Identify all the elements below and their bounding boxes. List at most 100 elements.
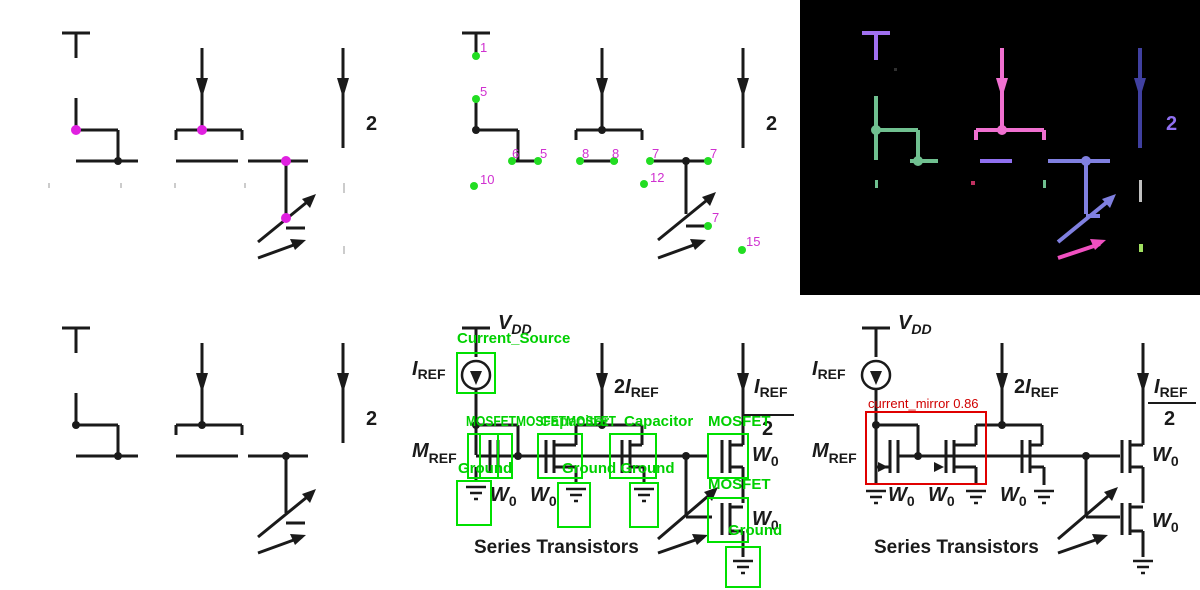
junction [682, 157, 690, 165]
arrow-head [702, 192, 716, 206]
node [470, 182, 478, 190]
keypoint [281, 213, 291, 223]
current-mirror-label: current_mirror 0.86 [868, 396, 979, 411]
node [738, 246, 746, 254]
vdd-label: VDD [498, 312, 532, 337]
arrow-head [290, 239, 306, 250]
junction [598, 421, 606, 429]
current-arrow-head [737, 78, 749, 98]
w0-label: W0 [490, 484, 517, 509]
arrow-head [996, 78, 1008, 98]
current-arrow-head [337, 373, 349, 393]
current-arrow-head [596, 78, 608, 98]
tick [48, 183, 50, 188]
current-mirror-diagram: VDD IREF 2IREF IREF 2 MREF W0 W0 W0 W0 W… [812, 312, 1196, 575]
current-arrow-head [996, 373, 1008, 393]
divisor-2: 2 [1164, 408, 1175, 430]
two-iref-label: 2IREF [614, 376, 659, 400]
node [646, 157, 654, 165]
node-label: 8 [582, 146, 589, 161]
junction [872, 421, 880, 429]
junction [598, 126, 606, 134]
detection-box-ground [456, 480, 492, 526]
divisor-2: 2 [762, 418, 773, 440]
detection-label: MOSFETMOSFETMOSFET [466, 413, 616, 430]
fragment [1139, 180, 1142, 202]
mref-label: MREF [412, 440, 457, 466]
current-arrow-head [196, 373, 208, 393]
junction [472, 421, 480, 429]
w0-label: W0 [1152, 444, 1179, 469]
series-transistors-label: Series Transistors [874, 537, 1039, 558]
node [472, 52, 480, 60]
junction [114, 157, 122, 165]
arrow-head [290, 534, 306, 545]
current-mirror-box [865, 411, 987, 485]
tick [343, 183, 345, 193]
panel-current-mirror: VDD IREF 2IREF IREF 2 MREF W0 W0 W0 W0 W… [800, 295, 1200, 590]
junction [871, 125, 881, 135]
node-label: 5 [540, 146, 547, 161]
label-2: 2 [366, 113, 377, 135]
node-label: 6 [512, 146, 519, 161]
junction [998, 421, 1006, 429]
detection-box-mosfet [707, 433, 749, 479]
wires-plain-diagram: 2 [62, 326, 377, 555]
mref-label: MREF [812, 440, 857, 466]
iref-label: IREF [412, 358, 446, 382]
right-iref-label: IREF [1154, 376, 1188, 400]
panel-wires-plain: 2 [0, 295, 400, 590]
detection-box-ground [725, 546, 761, 588]
node [576, 157, 584, 165]
detection-label: MOSFET [708, 476, 771, 493]
current-source-arrow [870, 371, 882, 385]
mosfet-arrow [878, 462, 888, 472]
arrow-head [1090, 239, 1106, 250]
w0-label: W0 [928, 484, 955, 509]
keypoint [281, 156, 291, 166]
node [610, 157, 618, 165]
label-2: 2 [1166, 113, 1177, 135]
detection-box-current-source [456, 352, 496, 394]
tick [343, 246, 345, 254]
detection-label: Ground [728, 522, 782, 539]
segmentation-diagram: 2 [862, 31, 1177, 260]
detection-label: Ground Ground [562, 460, 674, 477]
junction [914, 452, 922, 460]
junction [1082, 452, 1090, 460]
detection-label: Ground [458, 460, 512, 477]
node-label: 1 [480, 40, 487, 55]
arrow-head [302, 194, 316, 208]
label-2: 2 [366, 408, 377, 430]
node-label: 7 [710, 146, 717, 161]
tick [120, 183, 122, 188]
label-2: 2 [766, 113, 777, 135]
current-arrow-head [737, 373, 749, 393]
w0-label: W0 [752, 508, 779, 533]
detection-box-mosfet [537, 433, 583, 479]
junction [72, 421, 80, 429]
wire-extraction-diagram: 2 [48, 31, 377, 260]
right-iref-label: IREF [754, 376, 788, 400]
junction [1081, 156, 1091, 166]
w0-label: W0 [1152, 510, 1179, 535]
arrow-head [302, 489, 316, 503]
w0-label: W0 [752, 444, 779, 469]
current-arrow-head [1137, 373, 1149, 393]
series-arrow-upper [657, 489, 715, 541]
junction [997, 125, 1007, 135]
iref-label: IREF [812, 358, 846, 382]
detection-box-mosfet [479, 433, 513, 479]
fragment [894, 68, 897, 71]
node-label: 5 [480, 84, 487, 99]
series-transistors-label: Series Transistors [474, 537, 639, 558]
node [704, 157, 712, 165]
fragment [1043, 180, 1046, 188]
keypoint [71, 125, 81, 135]
series-arrow-upper [657, 194, 713, 242]
node [508, 157, 516, 165]
node-graph-diagram: 1 5 10 6 5 8 8 7 7 12 7 15 2 [462, 31, 777, 260]
w0-label: W0 [530, 484, 557, 509]
panel-detections: VDD IREF 2IREF IREF 2 MREF W0 W0 W0 W0 S… [400, 295, 800, 590]
arrow-head [690, 239, 706, 250]
